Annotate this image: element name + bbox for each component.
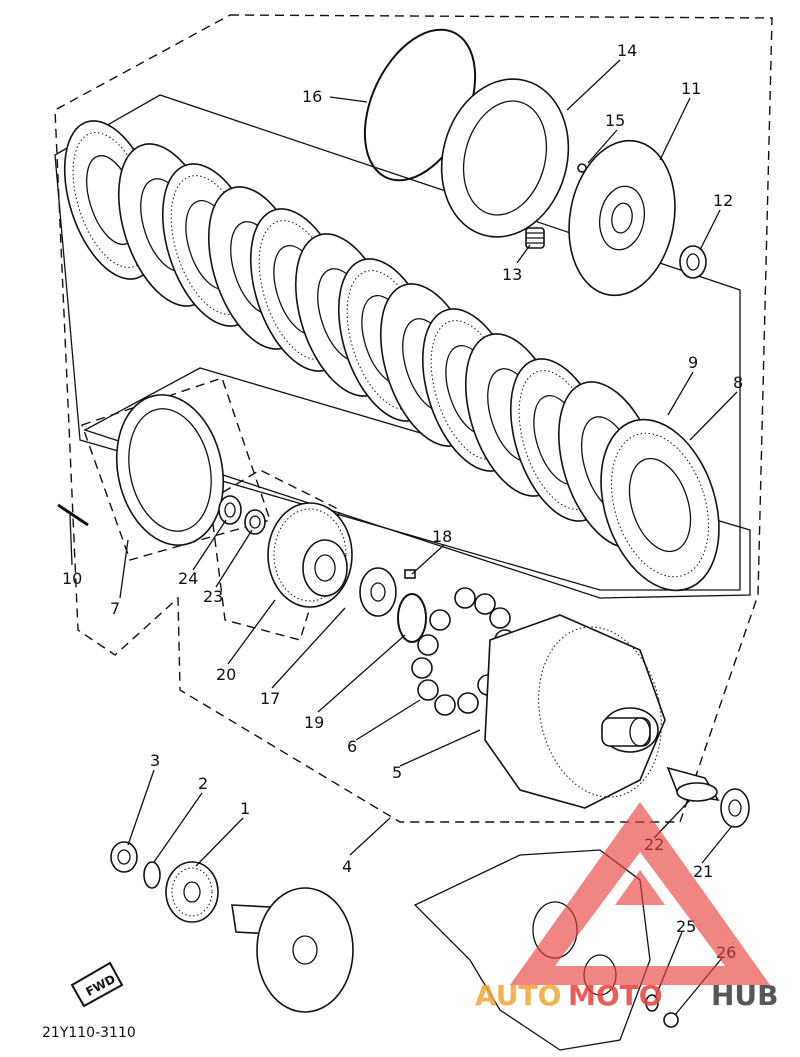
label-14: 14 [617, 41, 637, 60]
watermark-text-hub: HUB [711, 979, 779, 1012]
clutch-boss-group [267, 502, 427, 643]
drawing-code: 21Y110-3110 [42, 1025, 136, 1041]
clutch-spring [525, 227, 545, 249]
label-12: 12 [713, 191, 733, 210]
clutch-boss [267, 502, 353, 608]
label-19: 19 [304, 713, 324, 732]
label-8: 8 [733, 373, 743, 392]
label-17: 17 [260, 689, 280, 708]
label-2: 2 [198, 774, 208, 793]
retaining-plate [440, 78, 570, 238]
label-11: 11 [681, 79, 701, 98]
fwd-arrow-icon: FWD [70, 961, 124, 1008]
label-1: 1 [240, 799, 250, 818]
nut-3 [110, 841, 138, 873]
label-24: 24 [178, 569, 198, 588]
label-16: 16 [302, 87, 322, 106]
friction-plate-large [600, 418, 720, 592]
triangle-logo-icon [510, 802, 770, 985]
thrust-plate [359, 567, 397, 617]
washer-23 [244, 509, 266, 535]
push-plate-group [57, 394, 266, 546]
small-pin [577, 163, 587, 173]
o-ring [397, 593, 427, 643]
label-3: 3 [150, 751, 160, 770]
label-7: 7 [110, 599, 120, 618]
lower-plate-box [83, 367, 751, 599]
label-9: 9 [688, 353, 698, 372]
label-13: 13 [502, 265, 522, 284]
plate-stack-box [54, 94, 741, 591]
push-rod-spring [57, 503, 89, 527]
label-6: 6 [347, 737, 357, 756]
small-key [404, 569, 416, 579]
plate-stack [63, 120, 720, 592]
primary-drive-gear [165, 861, 219, 923]
label-18: 18 [432, 527, 452, 546]
pressure-plate [568, 139, 676, 297]
pressure-plate-group-boundary [81, 377, 271, 561]
watermark-text-auto: AUTO [475, 979, 561, 1012]
label-10: 10 [62, 569, 82, 588]
crank-parts [110, 841, 354, 1013]
label-20: 20 [216, 665, 236, 684]
part-labels: 16 14 15 11 12 13 9 8 10 7 24 23 18 20 1… [62, 41, 743, 962]
label-5: 5 [392, 763, 402, 782]
bearing [679, 245, 707, 279]
label-15: 15 [605, 111, 625, 130]
washer-21 [720, 788, 750, 828]
top-parts [363, 28, 707, 297]
watermark-text-moto: MOTO [568, 979, 663, 1012]
automotohub-watermark-logo: AUTO MOTO HUB [475, 802, 779, 1012]
outer-assembly-boundary [54, 14, 773, 823]
push-plate [115, 394, 225, 546]
crankshaft [231, 887, 354, 1013]
screw-26 [663, 1012, 679, 1028]
collar-22 [666, 766, 720, 802]
washer-24 [218, 495, 242, 525]
label-21: 21 [693, 862, 713, 881]
label-25: 25 [676, 917, 696, 936]
bolt-25 [645, 994, 659, 1012]
group-boxes [54, 94, 751, 599]
washer-2 [143, 861, 161, 889]
label-23: 23 [203, 587, 223, 606]
label-4: 4 [342, 857, 352, 876]
clutch-housing [484, 614, 666, 809]
